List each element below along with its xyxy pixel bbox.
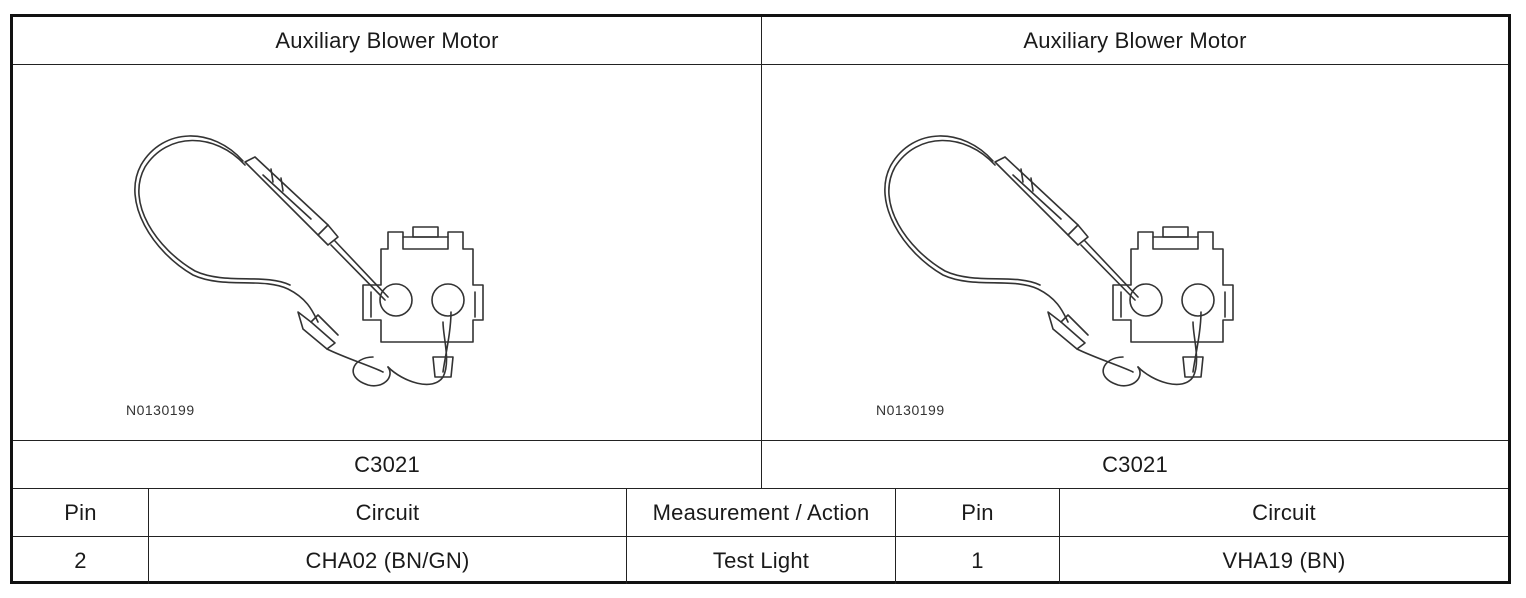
rule-header: [13, 64, 1508, 65]
rule-diagram: [13, 440, 1508, 441]
right-component-title: Auxiliary Blower Motor: [1023, 27, 1247, 53]
row-pin-right: 1: [971, 547, 984, 573]
row-circuit-left: CHA02 (BN/GN): [305, 547, 470, 573]
rule-table-header: [13, 536, 1508, 537]
left-test-light-diagram: [134, 135, 484, 387]
row-measurement-action: Test Light: [712, 547, 810, 573]
right-figure-id: N0130199: [876, 402, 945, 418]
rule-col-3: [895, 488, 896, 584]
row-pin-left: 2: [74, 547, 87, 573]
rule-col-4: [1059, 488, 1060, 584]
header-measurement-action: Measurement / Action: [652, 499, 870, 525]
header-pin-right: Pin: [961, 499, 994, 525]
header-pin-left: Pin: [64, 499, 97, 525]
left-component-title: Auxiliary Blower Motor: [275, 27, 499, 53]
procedure-table: Auxiliary Blower Motor Auxiliary Blower …: [10, 14, 1511, 584]
rule-connector: [13, 488, 1508, 489]
header-circuit-left: Circuit: [355, 499, 420, 525]
row-circuit-right: VHA19 (BN): [1222, 547, 1346, 573]
rule-col-1: [148, 488, 149, 584]
rule-center: [761, 17, 762, 488]
right-test-light-diagram: [884, 135, 1234, 387]
rule-col-2: [626, 488, 627, 584]
right-connector-label: C3021: [1102, 451, 1168, 477]
header-circuit-right: Circuit: [1252, 499, 1316, 525]
left-connector-label: C3021: [354, 451, 420, 477]
left-figure-id: N0130199: [126, 402, 195, 418]
